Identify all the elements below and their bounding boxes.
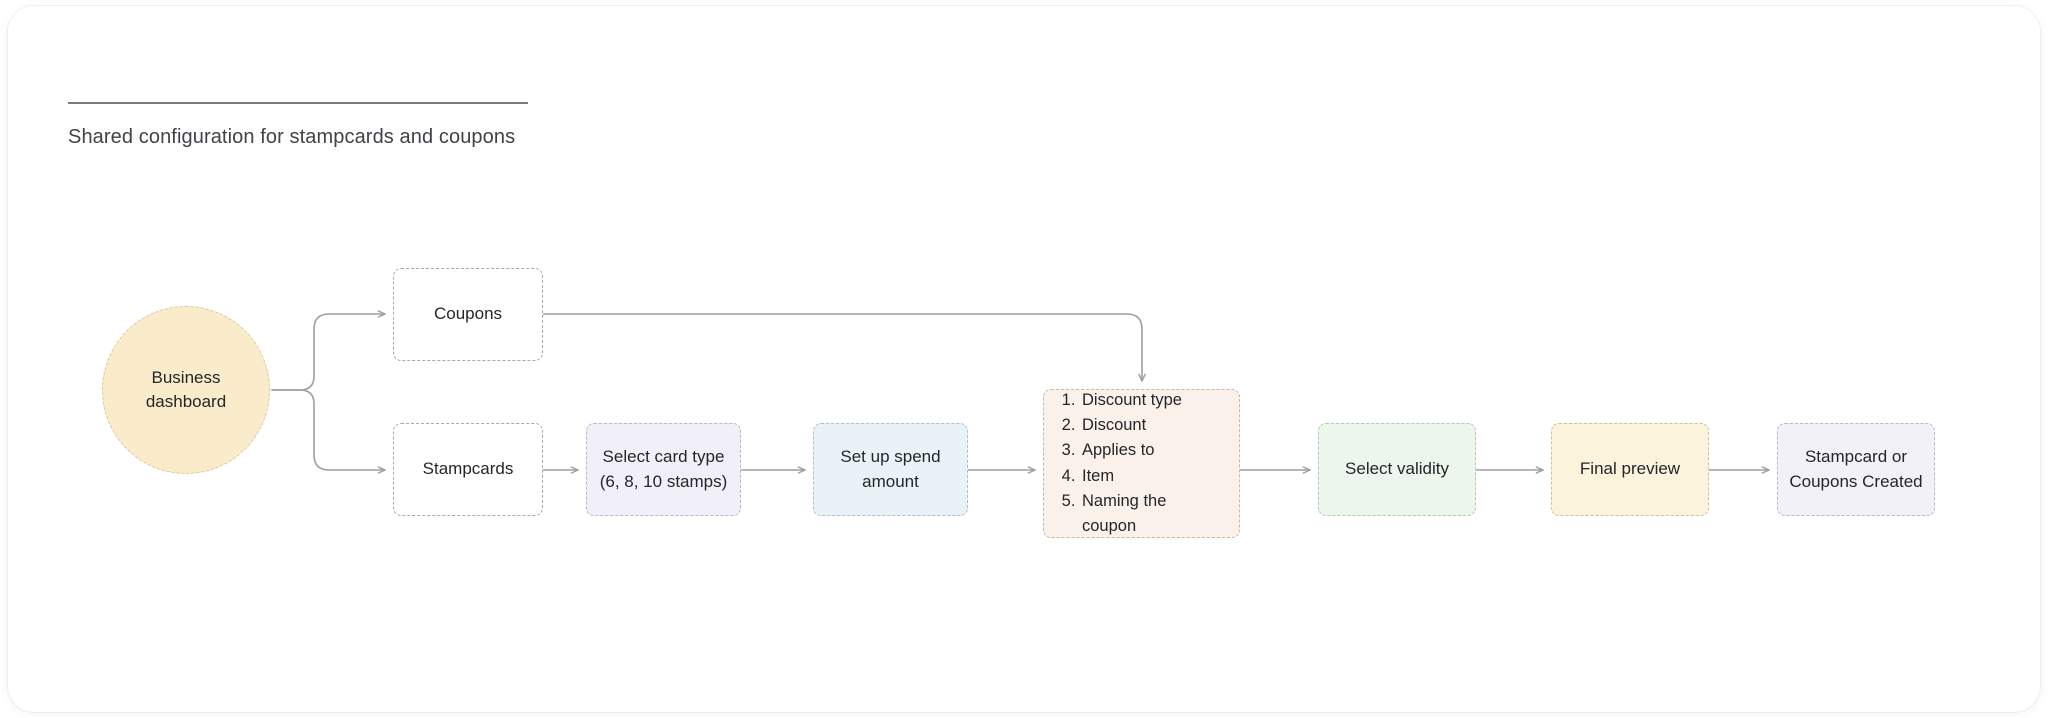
edge-dashboard-coupons	[271, 310, 386, 391]
node-label: Select validity	[1345, 459, 1449, 479]
list-item: Naming the coupon	[1080, 489, 1225, 539]
list-item: Discount type	[1080, 388, 1225, 413]
node-select-card-type[interactable]: Select card type (6, 8, 10 stamps)	[586, 423, 741, 516]
node-label-line2: dashboard	[145, 392, 227, 411]
node-label-line1: Business	[151, 367, 221, 387]
node-label-line2: amount	[862, 471, 919, 491]
node-coupon-configuration-steps[interactable]: Discount type Discount Applies to Item N…	[1043, 389, 1240, 538]
flowchart: Business dashboard Coupons Stampcards Se…	[8, 6, 2040, 712]
list-item: Discount	[1080, 413, 1225, 438]
node-stampcards[interactable]: Stampcards	[393, 423, 543, 516]
diagram-canvas: Shared configuration for stampcards and …	[8, 6, 2040, 712]
node-business-dashboard[interactable]: Business dashboard	[102, 306, 270, 474]
node-label: Stampcards	[422, 459, 514, 479]
node-label: Business dashboard	[146, 366, 226, 414]
node-label: Set up spend amount	[840, 445, 940, 493]
node-final-preview[interactable]: Final preview	[1551, 423, 1709, 516]
list-item: Item	[1080, 464, 1225, 489]
node-label: Coupons	[433, 304, 503, 324]
edge-dashboard-stampcards	[271, 389, 386, 474]
node-coupons[interactable]: Coupons	[393, 268, 543, 361]
node-label-line2: Coupons Created	[1789, 471, 1923, 491]
node-label-line2: (6, 8, 10 stamps)	[599, 471, 728, 491]
connector-layer	[271, 310, 1770, 474]
node-label-line1: Stampcard or	[1804, 447, 1908, 467]
coupon-steps-list: Discount type Discount Applies to Item N…	[1058, 388, 1225, 538]
node-label: Stampcard or Coupons Created	[1789, 445, 1922, 493]
title-divider	[68, 102, 528, 104]
edge-coupons-steps	[542, 313, 1146, 382]
node-label: Final preview	[1579, 459, 1681, 479]
page-subtitle: Shared configuration for stampcards and …	[68, 126, 516, 148]
list-item: Applies to	[1080, 438, 1225, 463]
node-select-validity[interactable]: Select validity	[1318, 423, 1476, 516]
node-label-line1: Set up spend	[840, 447, 941, 467]
node-stampcard-or-coupons-created[interactable]: Stampcard or Coupons Created	[1777, 423, 1935, 516]
node-label: Select card type (6, 8, 10 stamps)	[600, 445, 728, 493]
node-set-up-spend-amount[interactable]: Set up spend amount	[813, 423, 968, 516]
node-label-line1: Select card type	[602, 447, 725, 467]
